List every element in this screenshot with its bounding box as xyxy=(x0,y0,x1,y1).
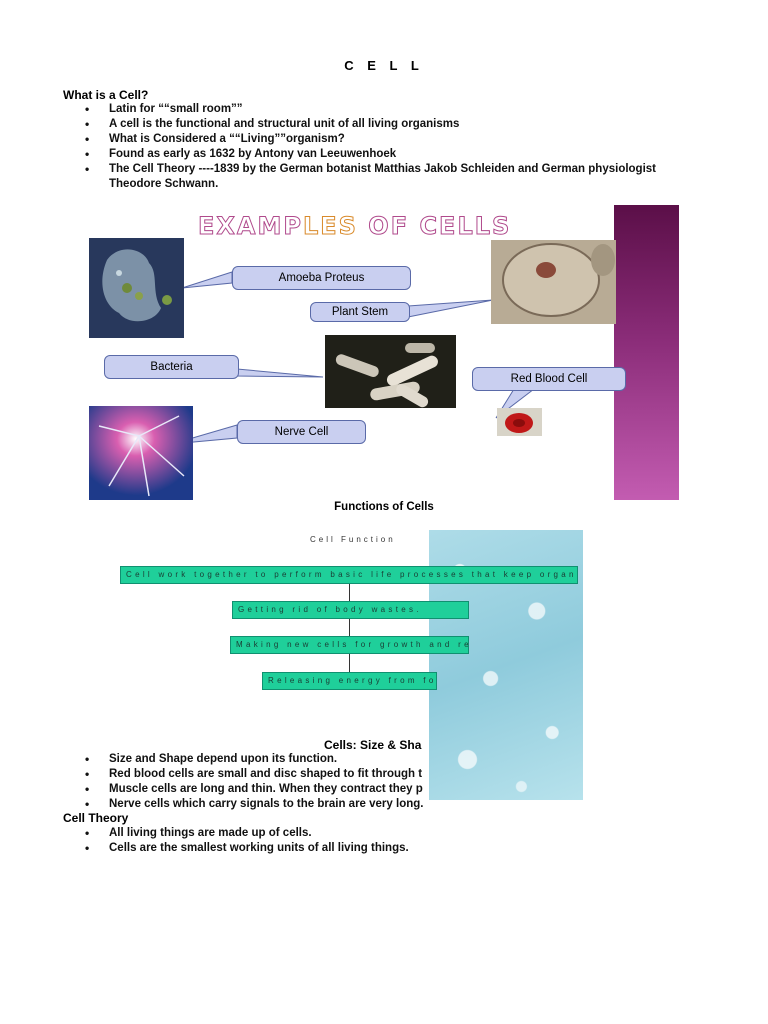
list-item: Size and Shape depend upon its function. xyxy=(63,752,429,767)
list-item: Red blood cells are small and disc shape… xyxy=(63,767,429,782)
nerve-cell-image xyxy=(89,406,193,500)
connector-line xyxy=(349,582,350,682)
callout-red-blood-cell: Red Blood Cell xyxy=(472,367,626,391)
document-title: C E L L xyxy=(344,58,424,73)
what-is-cell-list: Latin for ““small room”” A cell is the f… xyxy=(63,102,703,192)
function-box: Getting rid of body wastes. xyxy=(232,601,469,619)
list-item-continued: Theodore Schwann. xyxy=(109,178,219,190)
list-item: Nerve cells which carry signals to the b… xyxy=(63,797,429,812)
list-item: Found as early as 1632 by Antony van Lee… xyxy=(63,147,703,162)
what-is-cell-heading: What is a Cell? xyxy=(63,88,149,102)
function-box-main: Cell work together to perform basic life… xyxy=(120,566,578,584)
list-item: Latin for ““small room”” xyxy=(63,102,703,117)
diagram-title: Cell Function xyxy=(310,535,396,544)
size-shape-heading: Cells: Size & Sha xyxy=(324,738,422,752)
size-shape-list: Size and Shape depend upon its function.… xyxy=(63,752,429,812)
plant-stem-image xyxy=(491,240,616,324)
cell-theory-heading: Cell Theory xyxy=(63,811,129,825)
functions-caption: Functions of Cells xyxy=(334,501,434,513)
callout-nerve-cell: Nerve Cell xyxy=(237,420,366,444)
function-box: Making new cells for growth and repair. xyxy=(230,636,469,654)
bacteria-image xyxy=(325,335,456,408)
list-item: Muscle cells are long and thin. When the… xyxy=(63,782,429,797)
examples-title: EXAMPLES OF CELLS xyxy=(198,212,512,241)
examples-title-part: OF CELLS xyxy=(357,212,512,241)
list-item: All living things are made up of cells. xyxy=(63,826,563,841)
decorative-purple-bar xyxy=(614,205,679,500)
list-item: The Cell Theory ----1839 by the German b… xyxy=(63,162,703,177)
cell-theory-list: All living things are made up of cells. … xyxy=(63,826,563,856)
list-item: What is Considered a ““Living””organism? xyxy=(63,132,703,147)
examples-title-part: EXAMP xyxy=(198,212,303,241)
callout-bacteria: Bacteria xyxy=(104,355,239,379)
callout-plant-stem: Plant Stem xyxy=(310,302,410,322)
list-item: A cell is the functional and structural … xyxy=(63,117,703,132)
callout-amoeba: Amoeba Proteus xyxy=(232,266,411,290)
list-item: Cells are the smallest working units of … xyxy=(63,841,563,856)
function-box: Releasing energy from food. xyxy=(262,672,437,690)
amoeba-image xyxy=(89,238,184,338)
red-blood-cell-image xyxy=(497,408,542,436)
examples-title-part: LES xyxy=(302,212,358,241)
